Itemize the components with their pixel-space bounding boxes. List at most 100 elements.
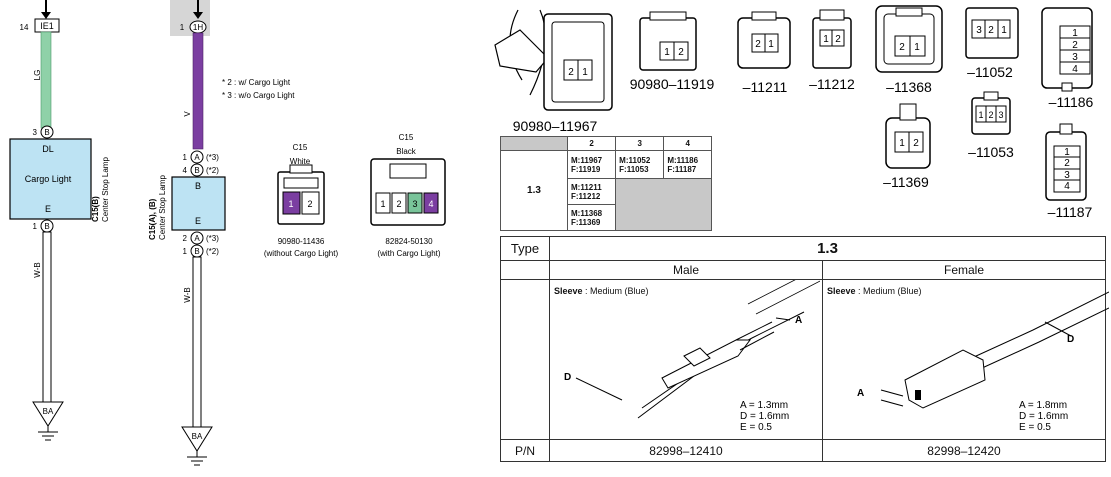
wire-lg bbox=[40, 31, 52, 129]
svg-text:–11186: –11186 bbox=[1049, 94, 1094, 110]
ground-ba-left-label: BA bbox=[43, 407, 54, 416]
svg-text:2: 2 bbox=[1072, 40, 1078, 51]
svg-text:4: 4 bbox=[428, 199, 433, 209]
connector-ie1-pin: 14 bbox=[20, 23, 29, 32]
pin-top-a: 1 A (*3) bbox=[183, 150, 219, 164]
connector-shape-11368: 2 1 –11368 bbox=[875, 5, 943, 95]
svg-text:4: 4 bbox=[183, 166, 188, 175]
pin-bottom-a: 2 A (*3) bbox=[183, 231, 219, 245]
connector-shape-11052: 3 2 1 –11052 bbox=[965, 7, 1019, 80]
male-header: Male bbox=[549, 260, 823, 280]
svg-text:(*2): (*2) bbox=[206, 166, 219, 175]
svg-text:D = 1.6mm: D = 1.6mm bbox=[740, 411, 789, 422]
svg-text:2: 2 bbox=[988, 110, 993, 120]
svg-text:Black: Black bbox=[396, 147, 417, 156]
svg-text:2: 2 bbox=[568, 67, 574, 78]
right-circuit: 1 1H V 1 A (*3) 4 B (*2) B E C15(A), (B)… bbox=[148, 0, 295, 466]
svg-text:1: 1 bbox=[183, 247, 188, 256]
svg-text:2: 2 bbox=[899, 42, 905, 53]
wire-wb-mid-label: W-B bbox=[183, 287, 192, 302]
type-value: 1.3 bbox=[549, 236, 1106, 261]
connector-code-mid: C15(A), (B) bbox=[148, 198, 157, 240]
connector-c15-white: C15 White 1 2 90980-11436 (without Cargo… bbox=[264, 143, 339, 258]
svg-text:–11212: –11212 bbox=[809, 76, 855, 92]
svg-text:2: 2 bbox=[183, 234, 188, 243]
svg-text:(*2): (*2) bbox=[206, 247, 219, 256]
svg-text:White: White bbox=[290, 157, 311, 166]
svg-text:1: 1 bbox=[664, 47, 670, 58]
svg-text:A: A bbox=[795, 315, 802, 326]
svg-text:D: D bbox=[1067, 334, 1074, 345]
svg-text:3: 3 bbox=[976, 25, 982, 36]
note-w-cargo: * 2 : w/ Cargo Light bbox=[222, 78, 291, 87]
cargo-light-dl: DL bbox=[42, 144, 54, 154]
svg-text:2: 2 bbox=[988, 25, 994, 36]
wire-v-label: V bbox=[183, 111, 192, 117]
svg-text:–11052: –11052 bbox=[967, 64, 1013, 80]
pin-bottom-b: 1 B (*2) bbox=[183, 244, 219, 258]
female-pn: 82998–12420 bbox=[822, 439, 1106, 462]
connector-shape-11369: 1 2 –11369 bbox=[883, 103, 931, 190]
stop-lamp-e: E bbox=[195, 216, 201, 226]
svg-text:1: 1 bbox=[899, 138, 905, 149]
svg-text:–11369: –11369 bbox=[883, 174, 929, 190]
svg-text:1: 1 bbox=[1072, 28, 1078, 39]
svg-text:D = 1.6mm: D = 1.6mm bbox=[1019, 411, 1068, 422]
svg-text:90980–11919: 90980–11919 bbox=[630, 76, 715, 92]
svg-text:3: 3 bbox=[412, 199, 417, 209]
left-circuit: IE1 14 LG 3 B DL Cargo Light E C15(B) Ce… bbox=[9, 0, 110, 441]
pin-top-left-num: 3 bbox=[33, 128, 38, 137]
wire-wb-mid bbox=[192, 256, 202, 428]
svg-text:C15: C15 bbox=[399, 133, 414, 142]
ground-arrow-top-mid-icon bbox=[193, 0, 203, 19]
svg-text:1: 1 bbox=[914, 42, 920, 53]
svg-text:(with Cargo Light): (with Cargo Light) bbox=[377, 249, 440, 258]
ground-ba-mid-icon bbox=[181, 426, 213, 452]
svg-text:4: 4 bbox=[1064, 181, 1070, 192]
cargo-light-e: E bbox=[45, 204, 51, 214]
svg-text:A = 1.8mm: A = 1.8mm bbox=[1019, 400, 1067, 411]
svg-text:(*3): (*3) bbox=[206, 153, 219, 162]
svg-text:1: 1 bbox=[823, 34, 829, 45]
female-header: Female bbox=[822, 260, 1106, 280]
connector-code-left: C15(B) bbox=[91, 196, 100, 222]
svg-text:3: 3 bbox=[1072, 52, 1078, 63]
cargo-light-title: Cargo Light bbox=[25, 174, 72, 184]
svg-text:2: 2 bbox=[396, 199, 401, 209]
connector-shape-11967: 2 1 90980–11967 bbox=[494, 9, 613, 134]
connector-ie1-label: IE1 bbox=[40, 21, 54, 31]
cell-table-row-label: 1.3 bbox=[500, 150, 568, 231]
svg-text:90980–11967: 90980–11967 bbox=[513, 118, 598, 134]
cargo-light-box bbox=[9, 138, 92, 220]
svg-text:–11211: –11211 bbox=[743, 79, 788, 95]
connector-shape-11187: 1 2 3 4 –11187 bbox=[1045, 123, 1093, 220]
connector-desc-left: Center Stop Lamp bbox=[101, 157, 110, 222]
pin-bottom-left-num: 1 bbox=[33, 222, 38, 231]
ground-ba-mid-label: BA bbox=[192, 432, 203, 441]
svg-text:C15: C15 bbox=[293, 143, 308, 152]
svg-text:3: 3 bbox=[998, 110, 1003, 120]
stop-lamp-box bbox=[171, 176, 226, 231]
svg-text:B: B bbox=[194, 247, 199, 256]
svg-text:1: 1 bbox=[978, 110, 983, 120]
svg-text:1: 1 bbox=[1064, 147, 1070, 158]
connector-shape-11919: 1 2 90980–11919 bbox=[630, 11, 715, 92]
pin-top-b: 4 B (*2) bbox=[183, 163, 219, 177]
svg-text:1: 1 bbox=[582, 67, 588, 78]
svg-text:(*3): (*3) bbox=[206, 234, 219, 243]
svg-text:1: 1 bbox=[1001, 25, 1007, 36]
connector-1h-label: 1H bbox=[193, 23, 203, 32]
wire-wb-left-label: W-B bbox=[33, 262, 42, 277]
connector-desc-mid: Center Stop Lamp bbox=[158, 175, 167, 240]
connector-shape-11212: 1 2 –11212 bbox=[809, 9, 855, 92]
svg-text:A: A bbox=[194, 234, 200, 243]
male-pn: 82998–12410 bbox=[549, 439, 823, 462]
svg-text:–11187: –11187 bbox=[1048, 204, 1093, 220]
connector-1h-pin: 1 bbox=[180, 23, 185, 32]
svg-text:1: 1 bbox=[183, 153, 188, 162]
note-wo-cargo: * 3 : w/o Cargo Light bbox=[222, 91, 295, 100]
svg-text:4: 4 bbox=[1072, 64, 1078, 75]
svg-text:(without Cargo Light): (without Cargo Light) bbox=[264, 249, 339, 258]
female-terminal-drawing: A D A = 1.8mm D = 1.6mm E = 0.5 bbox=[857, 291, 1109, 433]
